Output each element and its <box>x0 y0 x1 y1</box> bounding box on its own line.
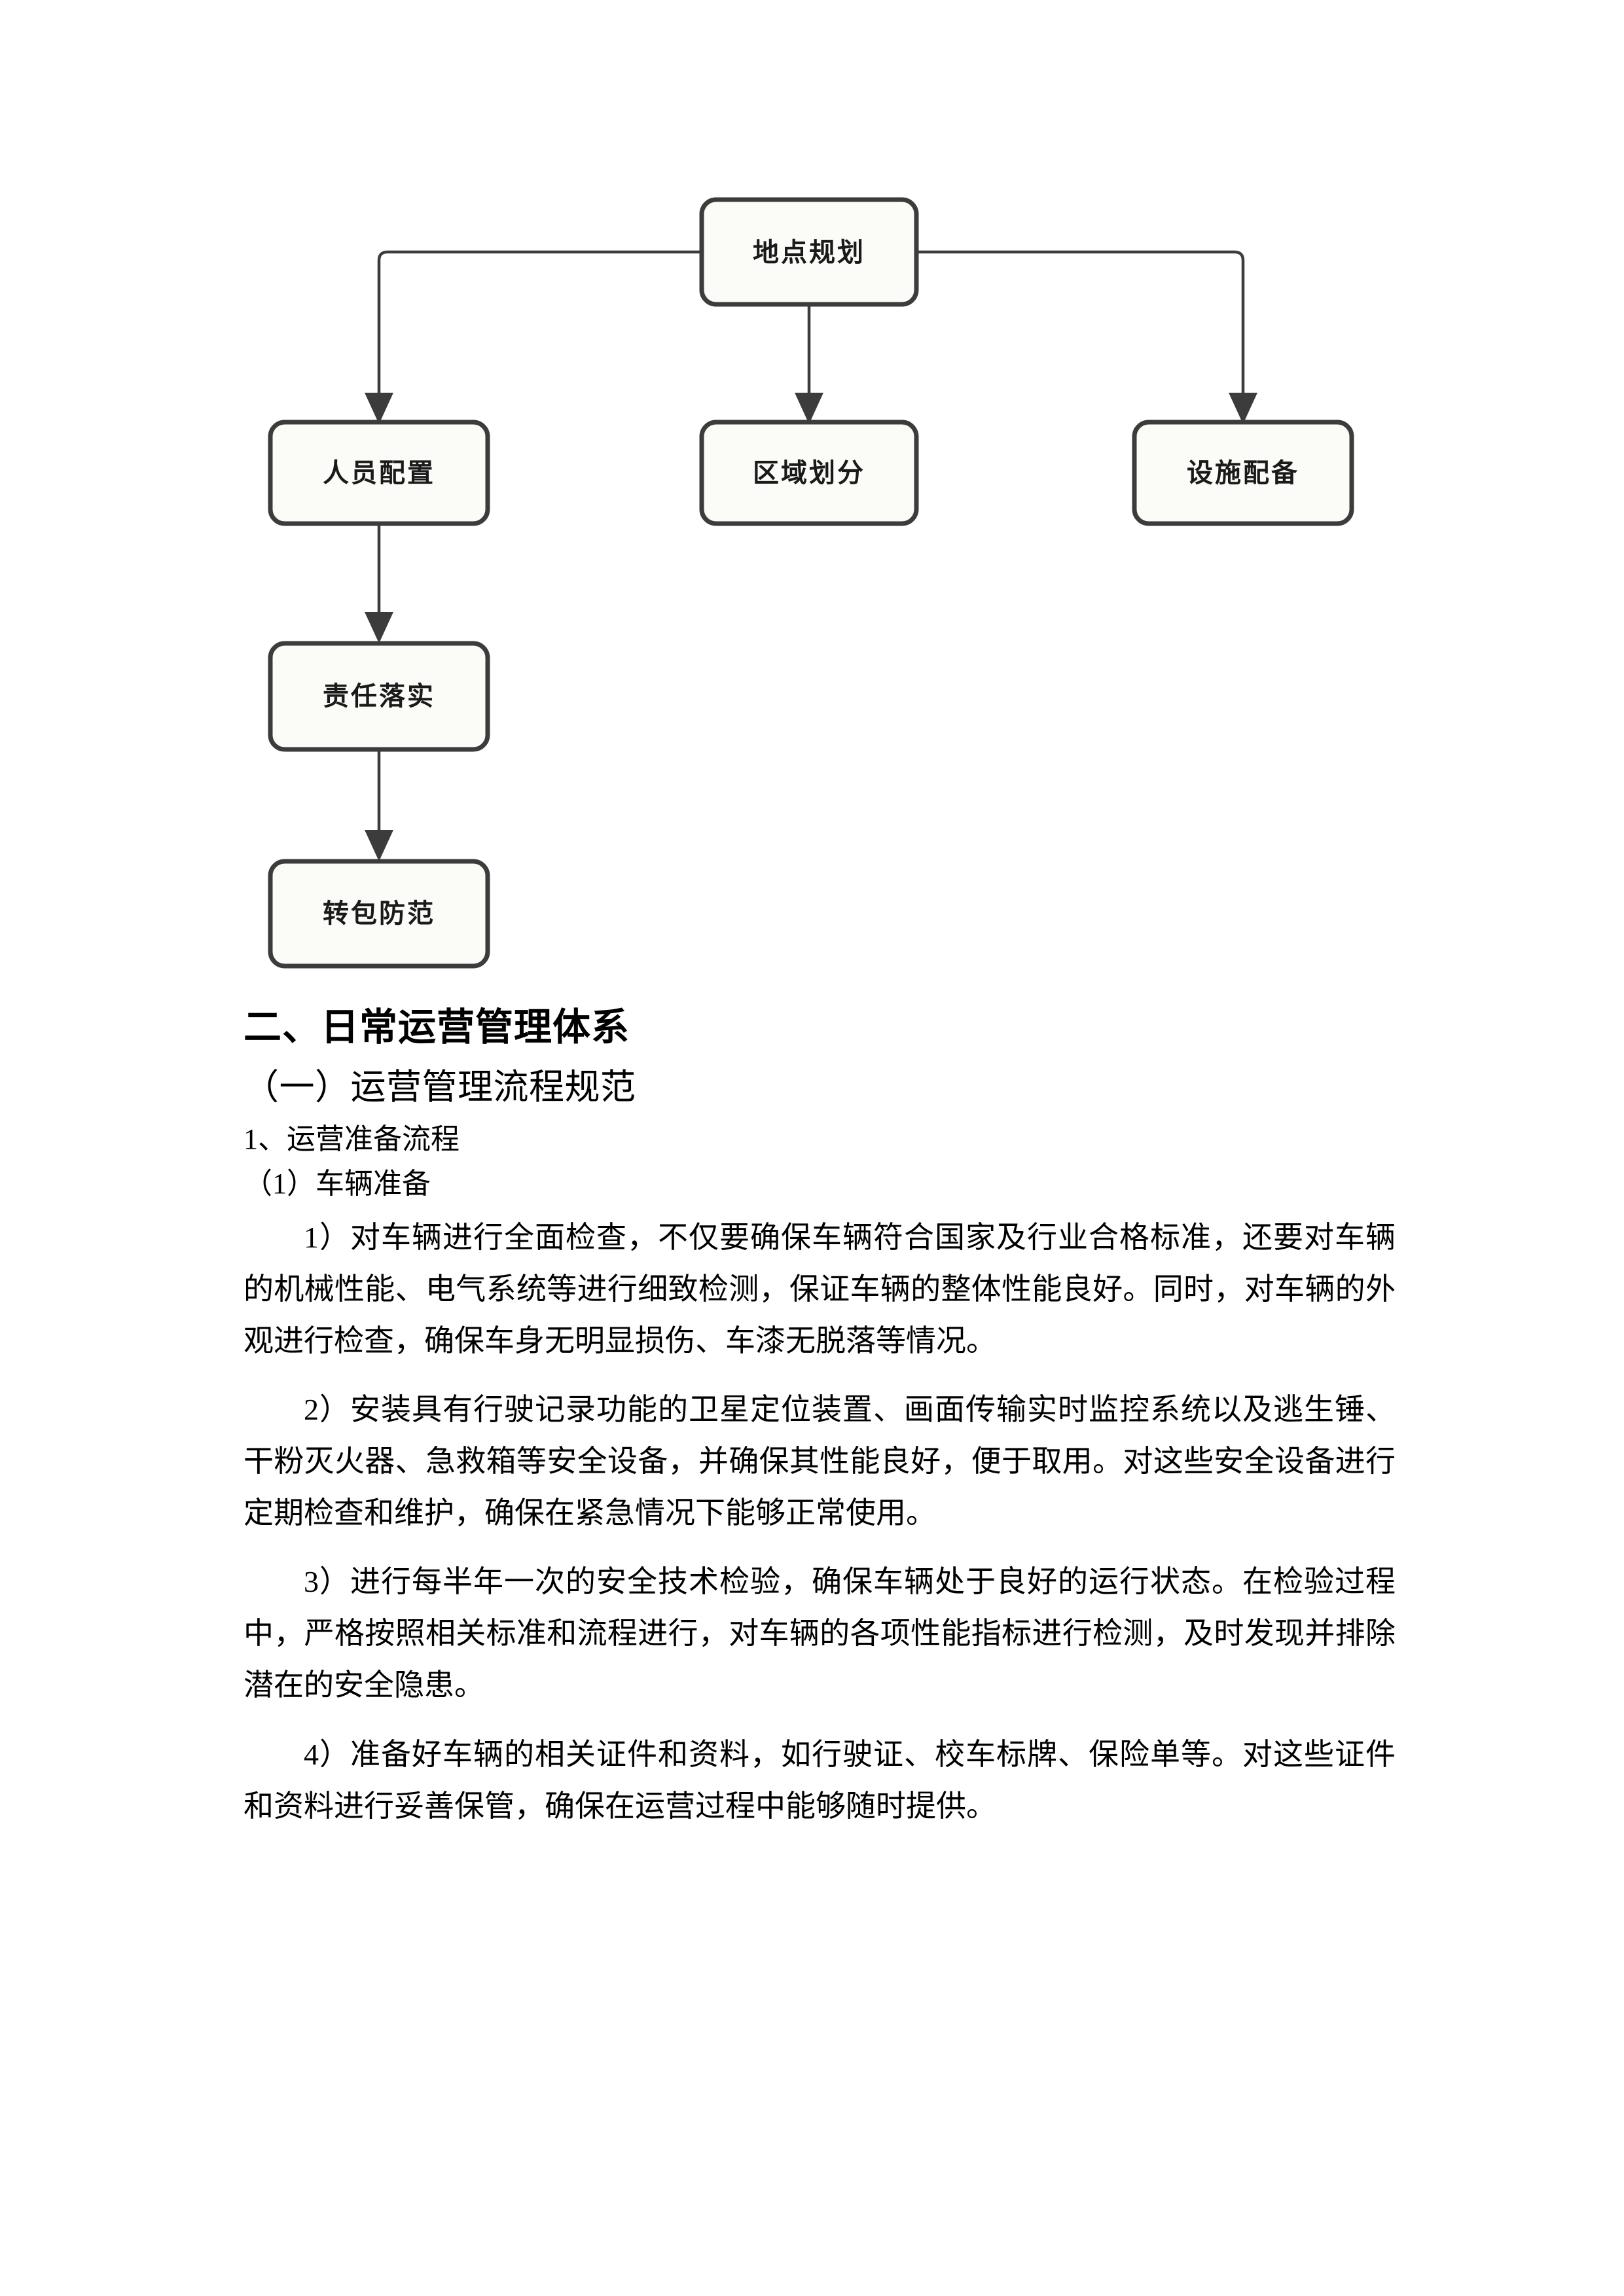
body-paragraph: 4）准备好车辆的相关证件和资料，如行驶证、校车标牌、保险单等。对这些证件和资料进… <box>244 1737 1396 1823</box>
diagram-node-zoning-label: 区域划分 <box>753 459 865 488</box>
edge-responsibility-to-subcontract <box>365 749 393 861</box>
diagram-node-subcontract[interactable]: 转包防范 <box>268 859 490 969</box>
body-paragraph: 3）进行每半年一次的安全技术检验，确保车辆处于良好的运行状态。在检验过程中，严格… <box>244 1565 1396 1702</box>
section-heading-level-2: （一）运营管理流程规范 <box>244 1067 636 1107</box>
diagram-node-facility-label: 设施配备 <box>1187 459 1299 488</box>
diagram-node-root[interactable]: 地点规划 <box>699 197 919 307</box>
org-flow-diagram: 地点规划 人员配置 区域划分 设施配备 责任落实 <box>0 0 1624 982</box>
diagram-node-facility[interactable]: 设施配备 <box>1132 420 1354 526</box>
diagram-node-root-label: 地点规划 <box>753 238 865 267</box>
edge-root-to-staff <box>365 250 702 424</box>
diagram-node-responsibility[interactable]: 责任落实 <box>268 641 490 752</box>
section-heading-level-4: （1）车辆准备 <box>244 1168 431 1200</box>
edge-root-to-facility <box>916 250 1257 424</box>
document-body: 二、日常运营管理体系 （一）运营管理流程规范 1、运营准备流程 （1）车辆准备 … <box>244 1001 1396 1832</box>
section-heading-level-1: 二、日常运营管理体系 <box>244 1006 630 1049</box>
diagram-node-responsibility-label: 责任落实 <box>323 682 435 711</box>
edge-staff-to-responsibility <box>365 524 393 643</box>
diagram-node-staffing-label: 人员配置 <box>323 459 435 488</box>
body-paragraph: 2）安装具有行驶记录功能的卫星定位装置、画面传输实时监控系统以及逃生锤、干粉灭火… <box>244 1392 1396 1530</box>
edge-root-to-area <box>795 304 823 424</box>
diagram-node-subcontract-label: 转包防范 <box>323 899 435 928</box>
diagram-node-zoning[interactable]: 区域划分 <box>699 420 919 526</box>
body-paragraph: 1）对车辆进行全面检查，不仅要确保车辆符合国家及行业合格标准，还要对车辆的机械性… <box>244 1220 1396 1357</box>
section-heading-level-3: 1、运营准备流程 <box>244 1122 460 1155</box>
diagram-node-staffing[interactable]: 人员配置 <box>268 420 490 526</box>
